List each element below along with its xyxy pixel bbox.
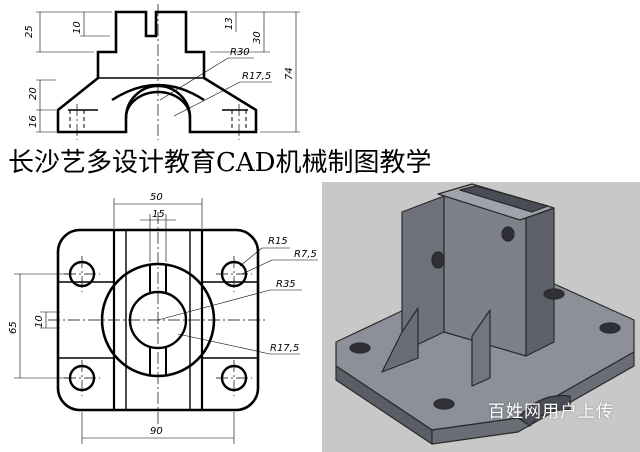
iso-base-hole-1 bbox=[349, 342, 371, 354]
iso-hole-1 bbox=[431, 251, 445, 269]
top-view-drawing: 50 15 R15 R7,5 R35 65 10 R17,5 90 bbox=[8, 192, 318, 444]
iso-base-hole-2 bbox=[543, 288, 565, 300]
iso-base-hole-3 bbox=[599, 322, 621, 334]
dim-10: 10 bbox=[72, 21, 83, 34]
iso-hole-2 bbox=[501, 226, 515, 242]
iso-rib-front bbox=[471, 309, 491, 387]
dim-13: 13 bbox=[224, 17, 235, 30]
isometric-view bbox=[322, 182, 640, 452]
iso-base-hole-4 bbox=[433, 398, 455, 410]
dim-r35: R35 bbox=[276, 279, 296, 290]
dim-r30: R30 bbox=[230, 47, 250, 58]
iso-slot bbox=[459, 185, 549, 213]
dim-20: 20 bbox=[28, 87, 39, 100]
front-view-outline bbox=[56, 10, 258, 134]
dim-30: 30 bbox=[252, 31, 263, 44]
dim-r17-5-top: R17,5 bbox=[270, 343, 299, 354]
dim-74: 74 bbox=[284, 67, 295, 80]
dim-r15: R15 bbox=[268, 236, 288, 247]
dim-r7-5: R7,5 bbox=[294, 249, 317, 260]
page-title: 长沙艺多设计教育CAD机械制图教学 bbox=[8, 148, 432, 178]
dim-10-vertical: 10 bbox=[34, 315, 45, 328]
iso-body-right bbox=[525, 207, 555, 357]
iso-rib-left bbox=[381, 307, 419, 373]
iso-boss-top bbox=[437, 183, 555, 221]
watermark-text: 百姓网用户上传 bbox=[488, 402, 614, 422]
dim-16: 16 bbox=[28, 115, 39, 128]
dim-90: 90 bbox=[150, 426, 163, 437]
dim-r17-5: R17,5 bbox=[242, 71, 271, 82]
dim-50: 50 bbox=[150, 192, 163, 203]
dim-65: 65 bbox=[8, 321, 19, 334]
dim-25: 25 bbox=[24, 25, 35, 38]
iso-saddle bbox=[517, 394, 571, 427]
front-view-drawing: 25 10 13 30 74 20 16 R30 R17,5 bbox=[24, 4, 300, 140]
dim-15: 15 bbox=[152, 209, 165, 220]
